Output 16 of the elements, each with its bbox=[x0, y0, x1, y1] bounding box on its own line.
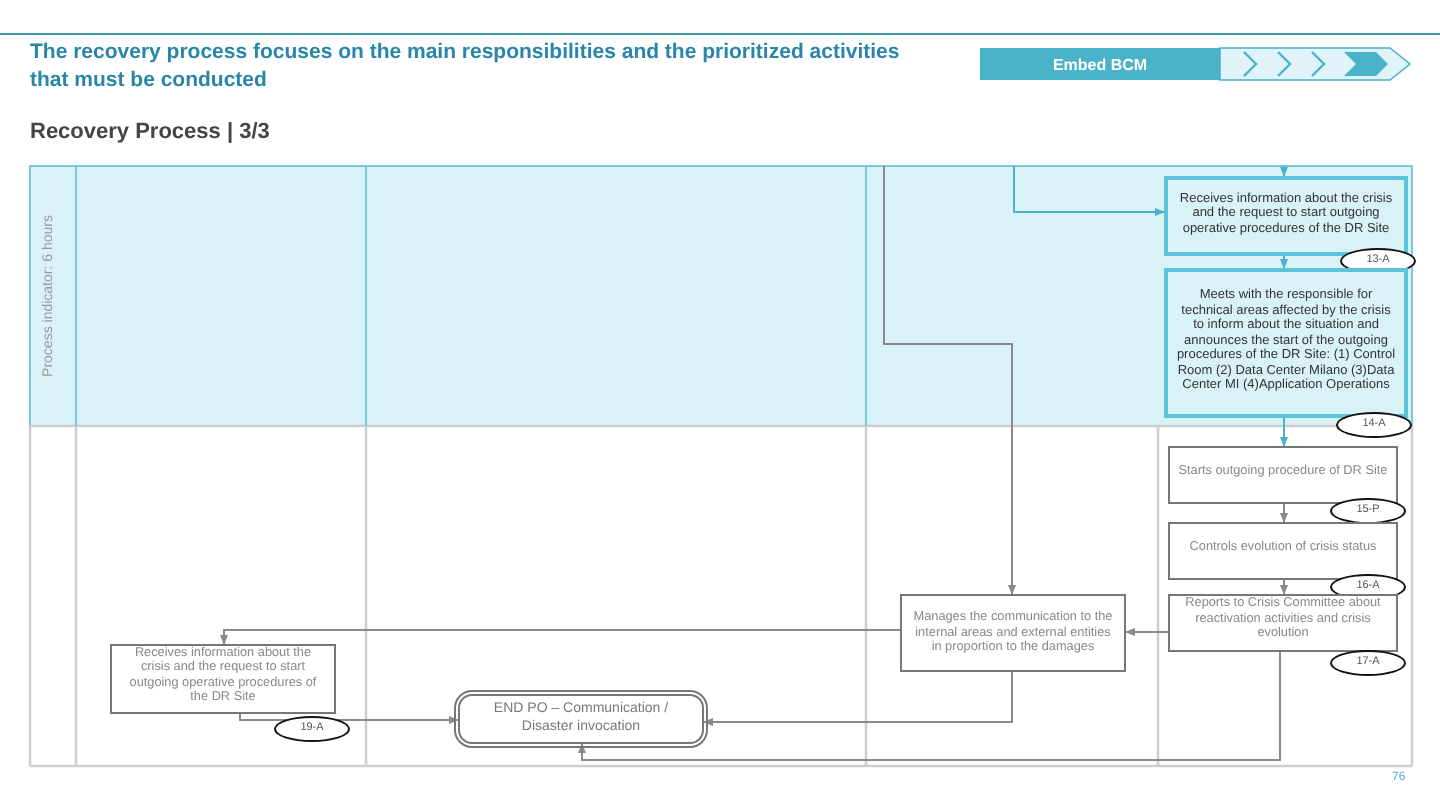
arrow bbox=[220, 629, 901, 645]
arrow bbox=[703, 671, 1013, 726]
header-tag: Embed BCM bbox=[980, 48, 1220, 80]
arrow bbox=[1280, 165, 1288, 177]
arrow bbox=[883, 165, 1016, 595]
arrow bbox=[1125, 628, 1169, 636]
arrow bbox=[1280, 255, 1288, 269]
terminator-box bbox=[458, 694, 704, 744]
arrow bbox=[1280, 503, 1288, 523]
arrow bbox=[578, 651, 1281, 761]
arrow bbox=[1280, 579, 1288, 595]
arrow bbox=[1013, 165, 1165, 216]
process-box bbox=[900, 594, 1126, 672]
title: The recovery process focuses on the main responsibilities and the prioritized activities that must be conducted bbox=[30, 40, 902, 95]
subtitle: Recovery Process | 3/3 bbox=[30, 120, 270, 144]
arrow bbox=[1280, 417, 1288, 447]
